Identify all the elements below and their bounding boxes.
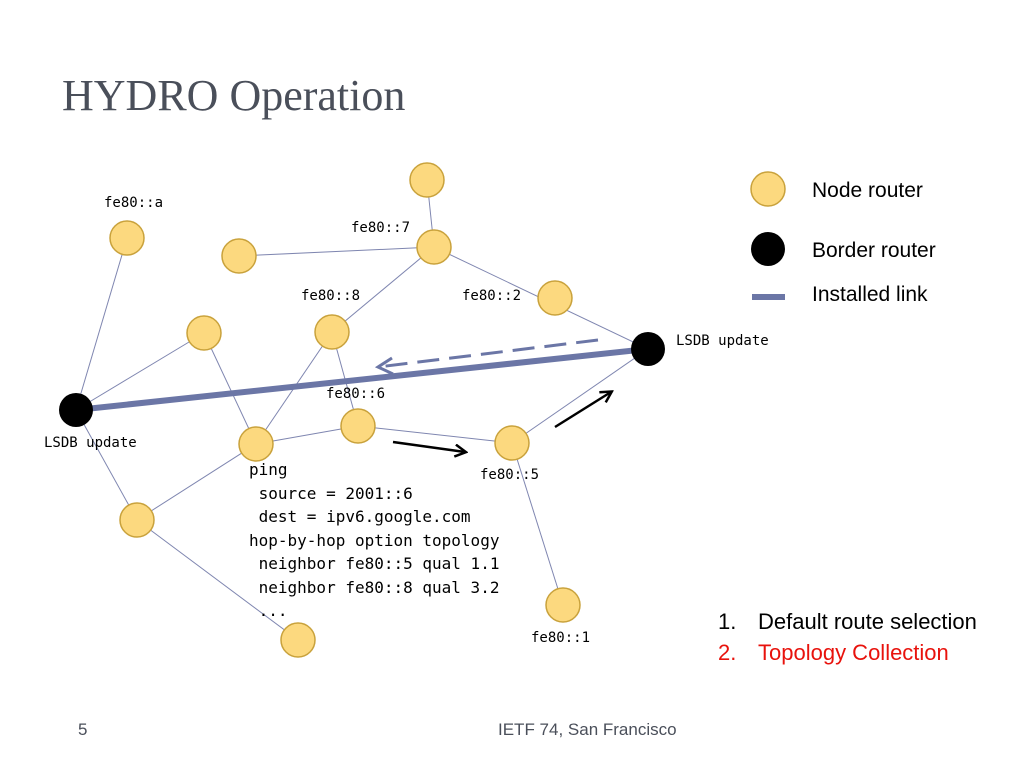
legend-node-router: Node router [812, 179, 923, 202]
link-5-border [511, 348, 649, 444]
node-router-fe80-2 [537, 280, 573, 316]
label-fe80-6: fe80::6 [326, 386, 386, 402]
slide-title: HYDRO Operation [62, 71, 406, 120]
packet-contents: ping source = 2001::6 dest = ipv6.google… [249, 458, 499, 623]
label-lsdb-update-right: LSDB update [676, 333, 769, 349]
link-border-node [75, 332, 205, 411]
link-left-7 [238, 246, 435, 257]
step-item-2: 2.Topology Collection [718, 640, 949, 665]
footer-venue: IETF 74, San Francisco [498, 720, 677, 739]
link-node-center [203, 332, 257, 445]
packet-line: neighbor fe80::8 qual 3.2 [249, 577, 500, 597]
node-router-fe80-1 [545, 587, 581, 623]
label-fe80-5: fe80::5 [480, 467, 540, 483]
node-router [409, 162, 445, 198]
packet-line: dest = ipv6.google.com [249, 507, 471, 526]
node-router-fe80-7 [416, 229, 452, 265]
node-router [238, 426, 274, 462]
slide-number: 5 [78, 720, 88, 739]
label-fe80-a: fe80::a [104, 195, 164, 211]
border-router-right [631, 332, 665, 366]
link-7-8 [331, 246, 435, 333]
link-border-bottom [75, 409, 138, 521]
node-router-fe80-8 [314, 314, 350, 350]
packet-line: source = 2001::6 [249, 483, 413, 503]
legend-border-router: Border router [812, 239, 936, 262]
dashed-update-arrow [377, 338, 599, 369]
label-fe80-7: fe80::7 [351, 220, 411, 236]
packet-line: ping [249, 460, 288, 479]
node-routers [109, 162, 581, 658]
node-router-fe80-5 [494, 425, 530, 461]
node-router [280, 622, 316, 658]
dashed-arrow-head [374, 356, 394, 376]
packet-arrow-2 [554, 392, 611, 429]
node-router [221, 238, 257, 274]
packet-line: ... [249, 601, 288, 620]
node-router-fe80-a [109, 220, 145, 256]
legend-border-router-icon [751, 232, 785, 266]
link-5-1 [511, 442, 564, 606]
step-list: 1.Default route selection 2.Topology Col… [718, 606, 977, 668]
label-fe80-8: fe80::8 [301, 288, 361, 304]
packet-line: neighbor fe80::5 qual 1.1 [249, 554, 500, 573]
node-router-fe80-6 [340, 408, 376, 444]
link-6-5 [357, 425, 513, 444]
border-router-left [59, 393, 93, 427]
packet-line: hop-by-hop option topology [249, 530, 500, 550]
label-fe80-2: fe80::2 [462, 288, 522, 304]
installed-link [75, 346, 649, 413]
legend-installed-link: Installed link [812, 283, 928, 306]
label-fe80-1: fe80::1 [531, 630, 591, 646]
packet-arrow-1 [392, 440, 465, 452]
link-a-left-border [75, 237, 128, 411]
link-bottom-lowest [136, 519, 299, 641]
node-router [186, 315, 222, 351]
node-router [119, 502, 155, 538]
label-lsdb-update-left: LSDB update [44, 435, 137, 451]
link-center-bottom [136, 443, 257, 521]
step-item-1: 1.Default route selection [718, 609, 977, 634]
legend-node-router-icon [750, 171, 786, 207]
